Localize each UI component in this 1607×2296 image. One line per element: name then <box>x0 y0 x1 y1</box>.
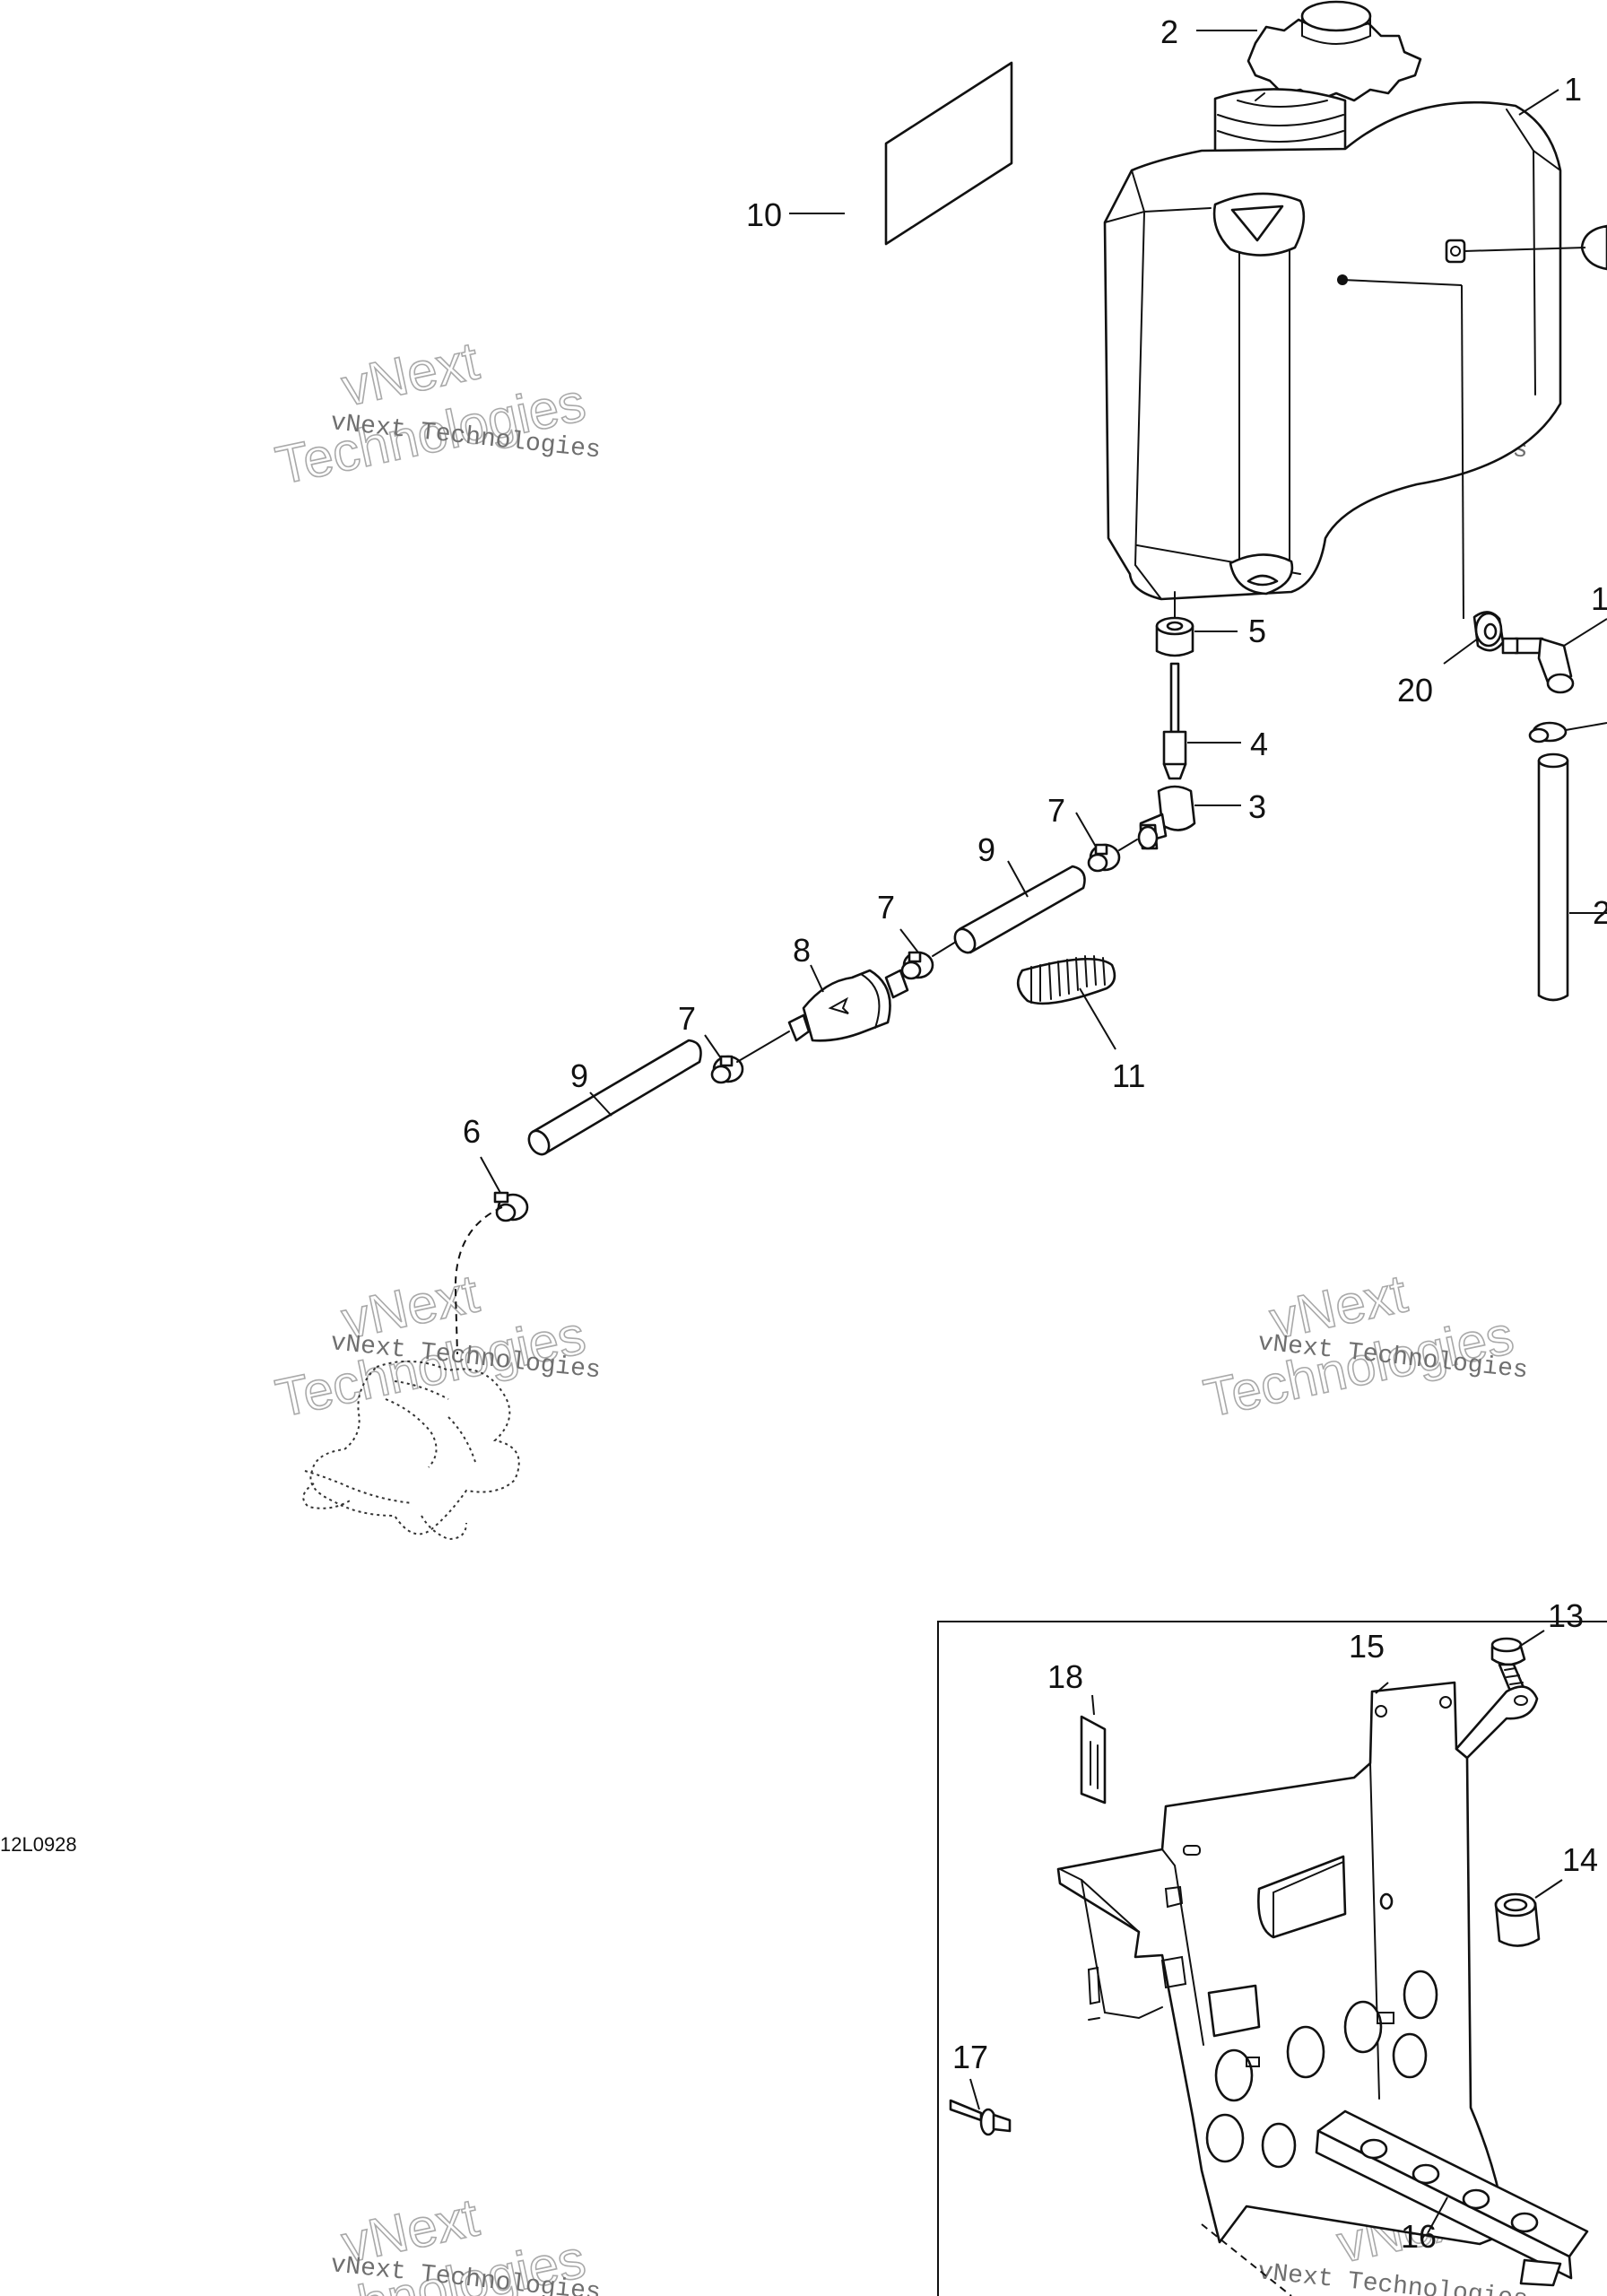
callout-20: 20 <box>1397 672 1433 709</box>
elbow-fitting <box>1137 785 1196 850</box>
grommet <box>1155 616 1194 657</box>
callout-9-upper: 9 <box>977 831 995 868</box>
callout-19: 1 <box>1591 580 1607 617</box>
engine-outline <box>302 1360 520 1541</box>
reservoir-tank <box>1103 88 1562 601</box>
washer <box>1580 224 1607 271</box>
figure-code: 12L0928 <box>0 1833 77 1856</box>
vent-hose <box>1537 752 1569 1002</box>
callout-14: 14 <box>1562 1841 1598 1878</box>
callout-3: 3 <box>1248 788 1266 825</box>
vent-clamp <box>1528 721 1568 744</box>
callout-2: 2 <box>1160 13 1178 50</box>
callout-11: 11 <box>1112 1057 1145 1094</box>
watermark-small: vNext Technologies <box>1256 2258 1529 2296</box>
retaining-strap <box>1080 1715 1107 1805</box>
callout-7-upper: 7 <box>1047 792 1065 829</box>
filler-cap <box>1247 0 1422 102</box>
hose-clamp-middle <box>900 951 934 980</box>
inline-filter <box>787 969 909 1042</box>
hose-upper <box>953 865 1086 954</box>
push-rivet <box>949 2099 1012 2136</box>
callout-18: 18 <box>1047 1658 1083 1695</box>
callout-13: 13 <box>1548 1597 1584 1634</box>
callout-5: 5 <box>1248 613 1266 649</box>
rubber-grommet <box>1472 611 1505 652</box>
callout-10: 10 <box>746 196 782 233</box>
watermark-mid-right: vNext Technologies <box>1198 1262 1519 1429</box>
callout-15: 15 <box>1349 1628 1385 1665</box>
engine-connection-path <box>454 1206 503 1355</box>
outlet-tube <box>1162 662 1187 780</box>
callout-8: 8 <box>793 932 811 969</box>
callout-1: 1 <box>1564 71 1582 108</box>
label-card <box>884 61 1013 246</box>
watermark-top-left: vNext Technologies <box>270 329 591 496</box>
hose-lower <box>527 1039 702 1156</box>
callout-7-middle: 7 <box>877 889 895 926</box>
mounting-bracket <box>1056 1681 1539 2246</box>
callout-9-lower: 9 <box>570 1057 588 1094</box>
callout-4: 4 <box>1250 726 1268 762</box>
bracket-grommet <box>1494 1892 1541 1947</box>
callout-7-lower: 7 <box>678 1000 696 1037</box>
vent-elbow <box>1501 637 1575 694</box>
protective-sleeve <box>1016 955 1116 1005</box>
callout-17: 17 <box>952 2039 988 2075</box>
callout-6: 6 <box>463 1113 481 1150</box>
watermark-mid-left: vNext Technologies <box>270 1262 591 1429</box>
subassembly-frame <box>937 1621 1607 2296</box>
hose-clamp-upper <box>1087 843 1121 873</box>
callout-16: 16 <box>1401 2218 1437 2255</box>
hose-clamp-lower <box>710 1055 744 1084</box>
hose-clamp-engine <box>493 1191 529 1222</box>
callout-21: 2 <box>1593 894 1607 931</box>
